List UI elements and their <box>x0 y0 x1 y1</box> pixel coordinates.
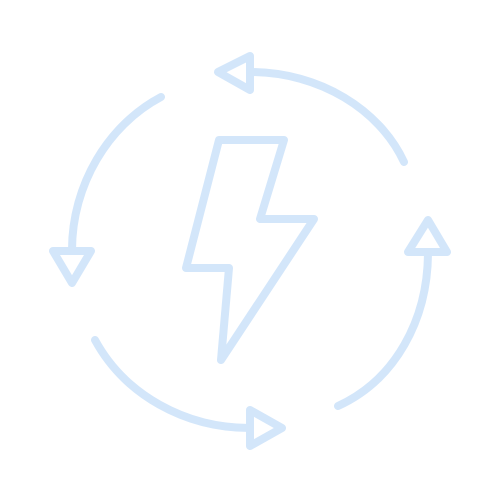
cycle-arc-left <box>68 93 165 254</box>
cycle-arrow-left <box>49 93 165 287</box>
arrowhead-left-icon <box>214 52 254 94</box>
cycle-arc-right <box>334 248 432 410</box>
arrowhead-right-icon <box>246 406 286 450</box>
arrowhead-down-icon <box>49 247 95 287</box>
cycle-arc-top <box>246 68 408 166</box>
cycle-arc-bottom <box>91 336 254 432</box>
arrowhead-up-icon <box>404 216 451 256</box>
cycle-arrow-bottom <box>91 336 286 450</box>
cycle-arrow-right <box>334 216 451 410</box>
lightning-bolt-icon <box>182 136 318 364</box>
cycle-arrow-top <box>214 52 408 166</box>
